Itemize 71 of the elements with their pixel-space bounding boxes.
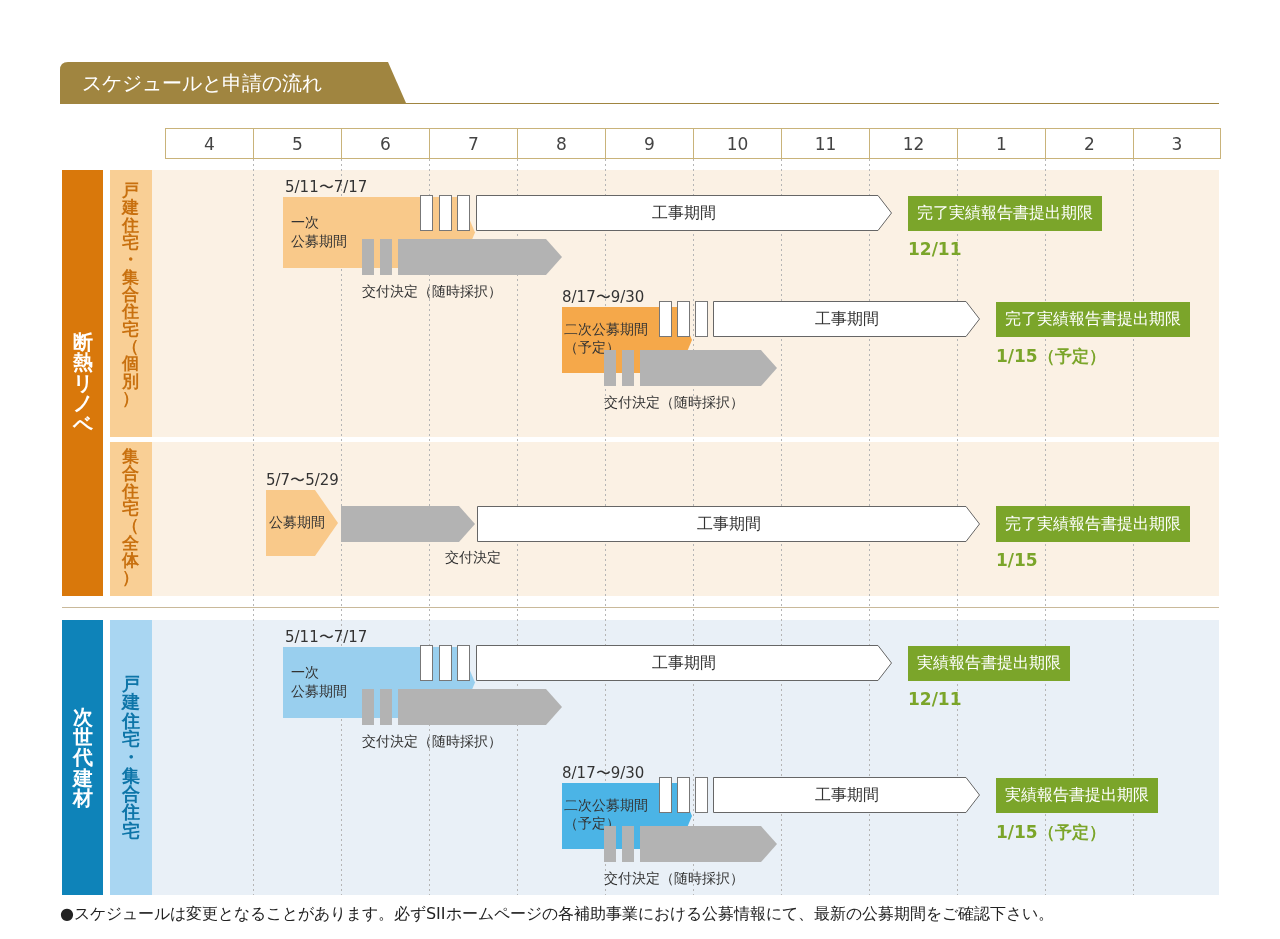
deadline-date: 1/15 [996, 550, 1038, 570]
construction-period-bar [476, 195, 892, 231]
construction-period-bar [477, 506, 980, 542]
title: スケジュールと申請の流れ [82, 70, 322, 97]
empty-box [695, 777, 708, 813]
row-label: 戸建住宅・集合住宅（個別） [120, 182, 141, 408]
date-label: 8/17〜9/30 [562, 288, 645, 307]
date-label: 8/17〜9/30 [562, 764, 645, 783]
month-cell: 4 [165, 128, 254, 159]
category-label: 断熱リノベ [71, 332, 94, 434]
grant-bar [362, 239, 374, 275]
deadline-label: 完了実績報告書提出期限 [916, 203, 1094, 224]
category-band [62, 620, 103, 895]
period-label: 工事期間 [696, 513, 761, 535]
deadline-date: 1/15（予定） [996, 821, 1106, 844]
row-label-band [110, 442, 152, 596]
date-label: 5/7〜5/29 [266, 471, 339, 490]
month-cell: 12 [869, 128, 958, 159]
empty-box [659, 777, 672, 813]
deadline-date: 12/11 [908, 689, 962, 709]
construction-period-bar [476, 645, 892, 681]
empty-box [695, 301, 708, 337]
grant-bar [604, 826, 616, 862]
row-label-band [110, 170, 152, 437]
period-label: 工事期間 [652, 202, 716, 224]
grant-bar [380, 689, 392, 725]
period-label: 一次公募期間 [291, 213, 348, 251]
month-cell: 6 [341, 128, 430, 159]
row-label: 集合住宅（全体） [121, 448, 141, 587]
deadline-date: 12/11 [908, 239, 962, 259]
construction-period-bar [713, 301, 980, 337]
period-label: 工事期間 [652, 652, 716, 674]
row-label: 戸建住宅・集合住宅 [120, 674, 141, 841]
grant-bar [380, 239, 392, 275]
decision-label: 交付決定（随時採択） [362, 283, 502, 301]
month-cell: 1 [957, 128, 1046, 159]
deadline-date: 1/15（予定） [996, 345, 1106, 368]
deadline-label: 実績報告書提出期限 [916, 653, 1062, 674]
grant-bar [362, 689, 374, 725]
empty-box [659, 301, 672, 337]
decision-label: 交付決定（随時採択） [604, 870, 744, 888]
month-cell: 8 [517, 128, 606, 159]
category-label: 次世代建材 [71, 706, 94, 809]
grant-bar [622, 826, 634, 862]
month-cell: 7 [429, 128, 518, 159]
deadline-label: 完了実績報告書提出期限 [1004, 309, 1182, 330]
empty-box [677, 777, 690, 813]
deadline-label: 完了実績報告書提出期限 [1004, 513, 1182, 535]
period-label: 一次公募期間 [291, 663, 348, 701]
date-label: 5/11〜7/17 [285, 628, 368, 647]
category-band [62, 170, 103, 596]
row-label-band [110, 620, 152, 895]
grant-bar [604, 350, 616, 386]
construction-period-bar [713, 777, 980, 813]
month-cell: 10 [693, 128, 782, 159]
footnote: ●スケジュールは変更となることがあります。必ずSIIホームページの各補助事業における公募情報にて、最新の公募期間をご確認下さい。 [60, 904, 1054, 925]
grant-bar [622, 350, 634, 386]
month-cell: 3 [1133, 128, 1221, 159]
deadline-label: 実績報告書提出期限 [1004, 785, 1150, 806]
date-label: 5/11〜7/17 [285, 178, 368, 197]
month-cell: 11 [781, 128, 870, 159]
period-label: 公募期間 [269, 514, 325, 532]
period-label: 工事期間 [814, 784, 879, 806]
empty-box [677, 301, 690, 337]
decision-label: 交付決定（随時採択） [604, 394, 744, 412]
month-cell: 9 [605, 128, 694, 159]
month-cell: 5 [253, 128, 342, 159]
decision-label: 交付決定（随時採択） [362, 733, 502, 751]
month-cell: 2 [1045, 128, 1134, 159]
period-label: 工事期間 [814, 308, 879, 330]
decision-label: 交付決定 [445, 549, 501, 567]
